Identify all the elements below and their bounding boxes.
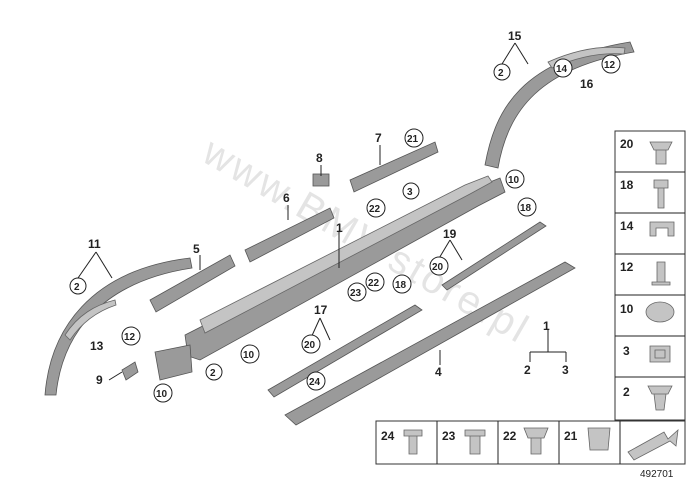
- clip-9: [121, 361, 139, 381]
- expanding-nut-22-icon: [523, 427, 549, 455]
- callout-22-b: 22: [368, 278, 380, 289]
- callout-5: 5: [193, 242, 200, 256]
- callout-23: 23: [350, 288, 362, 299]
- callout-11: 11: [88, 237, 101, 251]
- callout-24: 24: [309, 377, 321, 388]
- rivet-23-icon: [464, 429, 486, 455]
- clip-14-icon: [649, 221, 675, 237]
- callout-22-a: 22: [369, 204, 381, 215]
- screw-18-icon: [653, 179, 669, 209]
- legend-item-10: 10: [620, 302, 634, 316]
- legend-item-20: 20: [620, 137, 634, 151]
- callout-9: 9: [96, 373, 103, 387]
- callout-13: 13: [90, 339, 104, 353]
- callout-20-a: 20: [432, 262, 444, 273]
- callout-1-main: 1: [336, 221, 343, 235]
- callout-19: 19: [443, 227, 457, 241]
- side-sill-trim-upper: [199, 175, 493, 334]
- legend-item-18: 18: [620, 178, 634, 192]
- trim-strip-19: [441, 221, 547, 291]
- legend-item-14: 14: [620, 219, 634, 233]
- wheel-arch-strip-13: [64, 299, 117, 341]
- callout-10-c: 10: [156, 389, 168, 400]
- rivet-24-icon: [403, 429, 423, 455]
- expanding-rivet-12-icon: [651, 261, 671, 286]
- push-clip-2-icon: [647, 385, 673, 411]
- legend-item-22: 22: [503, 429, 517, 443]
- callout-6: 6: [283, 191, 290, 205]
- callout-2-group: 2: [524, 363, 531, 377]
- legend-item-21: 21: [564, 429, 578, 443]
- circled-callouts: 2 2 2 3 10 10 10 12 12 14 18 18 20 20 21…: [69, 54, 621, 403]
- legend-item-2: 2: [623, 385, 630, 399]
- legend-item-23: 23: [442, 429, 456, 443]
- plain-callouts: 1 1 2 3 4 5 6 7 8 9 11 13 15 16 17 19: [88, 29, 594, 387]
- callout-14: 14: [556, 64, 568, 75]
- callout-20-b: 20: [304, 340, 316, 351]
- callout-4: 4: [435, 365, 442, 379]
- callout-12-b: 12: [604, 60, 616, 71]
- reference-number: 492701: [640, 469, 674, 480]
- bracket-6: [244, 207, 335, 263]
- legend-item-3: 3: [623, 344, 630, 358]
- callout-7: 7: [375, 131, 382, 145]
- bracket-7: [349, 141, 439, 193]
- bracket-5: [149, 254, 236, 313]
- trim-strip-4: [284, 261, 576, 426]
- callout-17: 17: [314, 303, 328, 317]
- callout-1-group: 1: [543, 319, 550, 333]
- callout-3-a: 3: [407, 187, 413, 198]
- callout-21: 21: [407, 134, 419, 145]
- callout-16: 16: [580, 77, 594, 91]
- clip-21-icon: [587, 427, 611, 451]
- legend-item-24: 24: [381, 429, 395, 443]
- trim-strip-17: [267, 304, 423, 398]
- callout-12-a: 12: [124, 332, 136, 343]
- callout-2-b: 2: [498, 68, 504, 79]
- arrow-icon: [627, 428, 679, 461]
- callout-15: 15: [508, 29, 522, 43]
- callout-2-c: 2: [210, 368, 216, 379]
- callout-18-b: 18: [395, 280, 407, 291]
- callout-10-b: 10: [243, 350, 255, 361]
- legend-item-12: 12: [620, 260, 634, 274]
- callout-8: 8: [316, 151, 323, 165]
- legend-right: 20 18 14 12 10 3 2: [614, 130, 686, 421]
- callout-3-group: 3: [562, 363, 569, 377]
- callout-2-a: 2: [74, 282, 80, 293]
- legend-bottom: 24 23 22 21: [375, 420, 686, 465]
- callout-10-a: 10: [508, 175, 520, 186]
- callout-18-a: 18: [520, 203, 532, 214]
- screw-cap-10-icon: [645, 301, 675, 323]
- clamp-nut-3-icon: [649, 345, 671, 363]
- sill-end-cap: [154, 344, 193, 381]
- push-rivet-20-icon: [649, 141, 673, 165]
